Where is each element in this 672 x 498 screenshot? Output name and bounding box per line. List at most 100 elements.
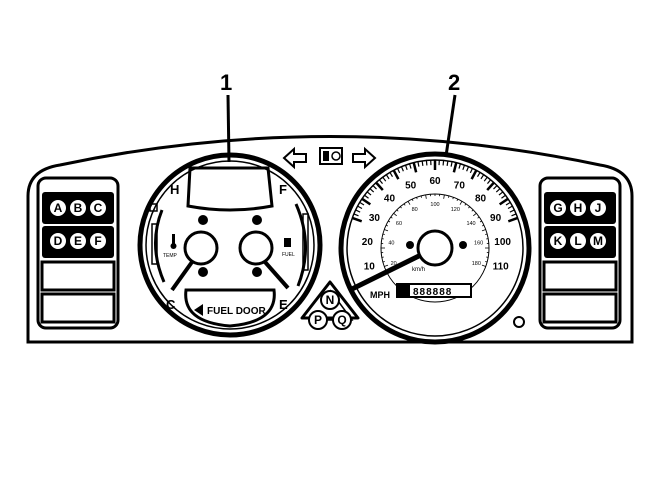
kmh-tick-mark	[411, 198, 414, 202]
mph-tick-mark	[505, 201, 511, 206]
indicator-button-h: H	[568, 198, 588, 218]
indicator-button-label: D	[54, 234, 63, 248]
mph-tick-mark	[507, 216, 519, 223]
kmh-tick-mark	[393, 212, 397, 217]
mph-tick-mark	[421, 160, 424, 166]
kmh-tick-label: 100	[430, 202, 439, 208]
mph-tick-label: 70	[454, 181, 466, 192]
callout-1: 1	[220, 70, 232, 163]
mph-tick-mark	[382, 176, 387, 182]
gauge-display-window	[186, 166, 274, 212]
indicator-button-label: K	[554, 234, 563, 248]
kmh-tick-mark	[481, 224, 485, 227]
mph-tick-mark	[486, 181, 495, 191]
kmh-tick-mark	[390, 216, 393, 219]
kmh-tick-label: 20	[391, 261, 397, 267]
kmh-tick-mark	[448, 195, 450, 198]
full-label: F	[279, 182, 287, 197]
indicator-button-label: H	[574, 201, 583, 215]
kmh-tick-mark	[388, 220, 391, 223]
gauge-cluster: H C F E TEMP FUEL FUEL DOOR	[137, 152, 323, 338]
indicator-button-label: J	[595, 201, 602, 215]
kmh-tick-label: 60	[396, 221, 402, 227]
mph-tick-mark	[353, 213, 359, 217]
kmh-tick-mark	[399, 206, 402, 209]
indicator-button-label: A	[54, 201, 63, 215]
mph-tick-label: 80	[475, 193, 487, 204]
hot-label: H	[170, 182, 179, 197]
kmh-tick-mark	[452, 197, 454, 200]
indicator-button-q: Q	[332, 310, 352, 330]
kmh-tick-label: 180	[472, 261, 481, 267]
indicator-button-label: L	[574, 234, 581, 248]
mph-tick-mark	[369, 188, 375, 193]
kmh-tick-mark	[443, 194, 445, 199]
fuel-label: FUEL	[282, 252, 295, 258]
mph-tick-mark	[507, 205, 513, 210]
kmh-tick-mark	[473, 212, 477, 217]
turn-signal-right-icon	[352, 146, 377, 170]
mph-tick-mark	[404, 164, 408, 171]
fuel-door-panel	[184, 288, 276, 328]
mph-tick-mark	[458, 163, 462, 169]
kmh-tick-mark	[384, 229, 389, 232]
mph-tick-mark	[366, 191, 372, 196]
indicator-button-j: J	[588, 198, 608, 218]
indicator-button-f: F	[88, 231, 108, 251]
mph-tick-mark	[495, 188, 501, 193]
fuel-door-arrow-icon	[194, 304, 203, 316]
kmh-tick-mark	[479, 220, 482, 223]
kmh-tick-mark	[385, 224, 389, 227]
mph-tick-mark	[486, 179, 492, 185]
mph-tick-mark	[364, 194, 369, 199]
indicator-button-label: F	[94, 234, 101, 248]
mph-tick-mark	[412, 162, 418, 173]
mph-tick-label: 30	[369, 213, 381, 224]
temp-warning-icon	[170, 234, 177, 249]
indicator-button-e: E	[68, 231, 88, 251]
indicator-button-label: B	[74, 201, 83, 215]
kmh-tick-mark	[464, 203, 467, 206]
kmh-tick-mark	[396, 209, 399, 212]
callout-2: 2	[444, 70, 460, 157]
mph-tick-mark	[355, 209, 361, 213]
mph-label: MPH	[370, 290, 390, 300]
kmh-tick-mark	[403, 203, 406, 206]
temp-label: TEMP	[163, 253, 178, 259]
mph-tick-mark	[480, 174, 485, 180]
mph-tick-mark	[378, 179, 384, 185]
kmh-tick-mark	[416, 197, 418, 200]
kmh-tick-label: 160	[474, 240, 483, 246]
indicator-button-n: N	[320, 290, 340, 310]
mph-tick-mark	[375, 181, 384, 191]
kmh-tick-mark	[407, 201, 411, 205]
mph-tick-label: 40	[384, 193, 396, 204]
callout-1-number: 1	[220, 70, 232, 95]
mph-tick-mark	[385, 174, 390, 180]
empty-label: E	[279, 297, 288, 312]
kmh-tick-mark	[425, 194, 427, 199]
mph-tick-label: 20	[362, 237, 374, 248]
speedometer-screw	[459, 241, 467, 249]
kmh-tick-label: 40	[388, 240, 394, 246]
indicator-button-d: D	[48, 231, 68, 251]
mph-tick-mark	[452, 162, 458, 173]
mph-tick-mark	[509, 209, 515, 213]
mph-tick-mark	[450, 161, 453, 167]
mph-tick-mark	[483, 176, 488, 182]
indicator-button-b: B	[68, 198, 88, 218]
indicator-button-label: G	[553, 201, 562, 215]
indicator-button-label: N	[326, 293, 335, 307]
mph-tick-mark	[469, 168, 474, 174]
kmh-tick-mark	[468, 206, 471, 209]
kmh-tick-mark	[485, 261, 488, 263]
mph-tick-mark	[396, 168, 401, 174]
mph-tick-mark	[466, 166, 470, 172]
kmh-tick-mark	[384, 264, 389, 267]
kmh-tick-mark	[382, 233, 385, 235]
indicator-button-m: M	[588, 231, 608, 251]
mph-tick-mark	[351, 216, 363, 223]
kmh-tick-mark	[471, 209, 474, 212]
mph-tick-label: 60	[429, 176, 441, 187]
brake-indicator-icon	[149, 203, 158, 212]
